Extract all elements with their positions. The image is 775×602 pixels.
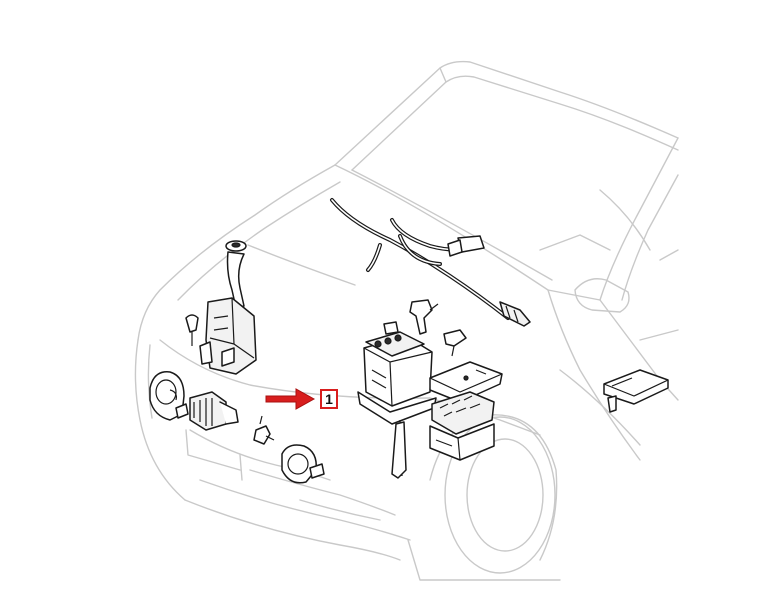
relay-bracket-icon [383, 299, 467, 357]
callout-label: 1 [320, 389, 338, 409]
relay-block-icon [189, 391, 239, 431]
battery-icon [357, 331, 437, 479]
horn-left-icon [149, 371, 189, 421]
fuse-box-icon [429, 361, 503, 461]
wiring-harness-icon [330, 198, 531, 327]
sensor-icon [253, 415, 275, 445]
control-module-icon [603, 369, 669, 413]
washer-reservoir-icon [185, 240, 257, 375]
horn-right-icon [281, 444, 325, 484]
callout-arrow-icon [265, 388, 316, 410]
